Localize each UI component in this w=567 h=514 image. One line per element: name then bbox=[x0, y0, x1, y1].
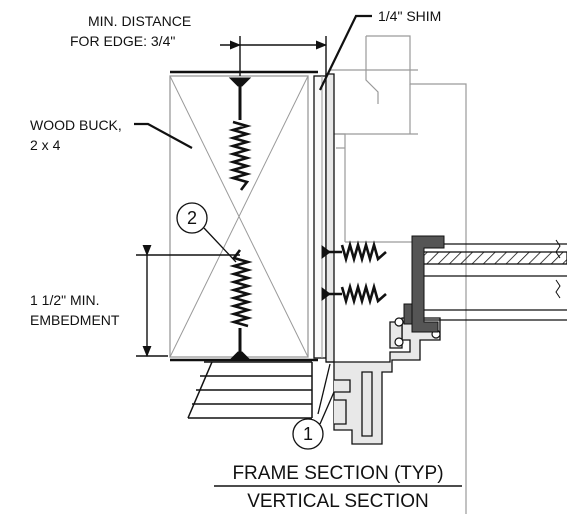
glazing-unit bbox=[419, 239, 567, 321]
wall-substrate bbox=[330, 35, 467, 514]
screw-bottom bbox=[228, 249, 253, 361]
callout-1: 1 bbox=[292, 418, 324, 450]
sill-steps bbox=[187, 361, 313, 419]
frame-extrusion bbox=[325, 73, 441, 445]
diagram-title: FRAME SECTION (TYP) bbox=[232, 463, 443, 484]
shim-label: 1/4" SHIM bbox=[378, 8, 441, 24]
embedment-label-line1: 1 1/2" MIN. bbox=[30, 292, 100, 308]
min-distance-label-line1: MIN. DISTANCE bbox=[88, 13, 191, 29]
callout-2-number: 2 bbox=[187, 208, 197, 228]
wood-buck-leader bbox=[134, 122, 193, 149]
wood-buck-label-line2: 2 x 4 bbox=[30, 137, 61, 153]
shim bbox=[313, 75, 327, 359]
screw-frame-upper bbox=[321, 240, 387, 264]
wood-buck-label-line1: WOOD BUCK, bbox=[30, 117, 122, 133]
callout-2: 2 bbox=[176, 202, 208, 234]
callout-1-number: 1 bbox=[303, 424, 313, 444]
shim-leader bbox=[319, 14, 372, 91]
glazing-stop bbox=[403, 235, 445, 333]
embedment-label-line2: EMBEDMENT bbox=[30, 312, 120, 328]
screw-top bbox=[228, 77, 252, 191]
callout-1-leader bbox=[319, 391, 335, 425]
diagram-subtitle: VERTICAL SECTION bbox=[247, 491, 429, 512]
min-distance-label-line2: FOR EDGE: 3/4" bbox=[70, 33, 175, 49]
sill-edge bbox=[317, 363, 331, 415]
embedment-dimension bbox=[136, 244, 240, 358]
min-distance-dimension bbox=[220, 36, 328, 76]
callout-2-leader bbox=[203, 227, 237, 263]
screw-frame-lower bbox=[321, 282, 387, 306]
